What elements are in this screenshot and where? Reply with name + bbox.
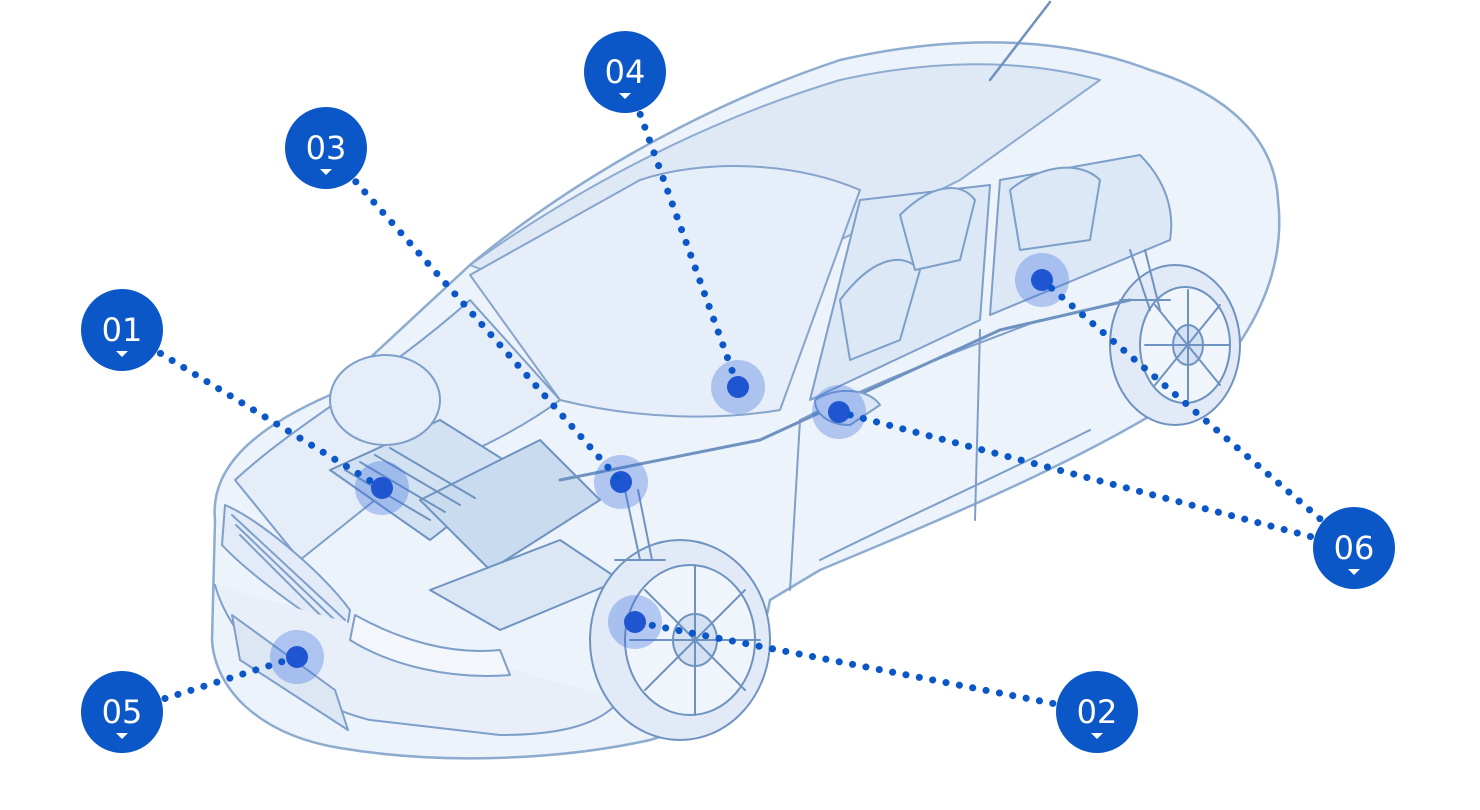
marker-04[interactable]: 04: [584, 31, 666, 113]
caret-down-icon: [1348, 569, 1360, 575]
marker-label: 04: [605, 53, 646, 91]
hotspot-04[interactable]: [711, 360, 765, 414]
car-headlight: [349, 614, 511, 677]
leader-line-layer: [156, 110, 1324, 707]
car-engine: [329, 419, 621, 631]
hotspot-layer: [270, 253, 1069, 684]
marker-label: 02: [1077, 693, 1118, 731]
caret-down-icon: [619, 93, 631, 99]
car-front-wheel: [589, 539, 771, 741]
car-front-left-wheel: [329, 354, 441, 446]
car-rear-suspension: [1119, 249, 1171, 311]
marker-02[interactable]: 02: [1056, 671, 1138, 753]
leader-line-06-2: [1043, 280, 1324, 523]
marker-label: 05: [102, 693, 143, 731]
caret-down-icon: [116, 351, 128, 357]
leader-line-05: [161, 655, 295, 703]
hotspot-03[interactable]: [594, 455, 648, 509]
caret-down-icon: [320, 169, 332, 175]
hotspot-05[interactable]: [270, 630, 324, 684]
car-front-suspension: [614, 489, 666, 561]
hotspot-06-2[interactable]: [1015, 253, 1069, 307]
marker-05[interactable]: 05: [81, 671, 163, 753]
marker-06[interactable]: 06: [1313, 507, 1395, 589]
car-antenna: [988, 0, 1052, 82]
hotspot-01[interactable]: [355, 461, 409, 515]
marker-01[interactable]: 01: [81, 289, 163, 371]
caret-down-icon: [116, 733, 128, 739]
car-windshield: [469, 165, 861, 418]
leader-line-06-1: [841, 410, 1314, 541]
caret-down-icon: [1091, 733, 1103, 739]
marker-layer: 01 02 03 04 05 06: [81, 31, 1395, 753]
marker-label: 06: [1334, 529, 1375, 567]
car-rear-wheel: [1109, 264, 1241, 426]
car-xray-icon: [210, 0, 1281, 760]
hotspot-02[interactable]: [608, 595, 662, 649]
leader-line-01: [156, 349, 381, 489]
leader-line-02: [637, 619, 1057, 707]
marker-label: 01: [102, 311, 143, 349]
car-driveshaft: [558, 298, 1132, 482]
car-door-lines: [789, 319, 1091, 591]
marker-label: 03: [306, 129, 347, 167]
marker-03[interactable]: 03: [285, 107, 367, 189]
car-seats: [839, 166, 1101, 361]
hotspot-06-1[interactable]: [812, 385, 866, 439]
leader-line-03: [352, 178, 621, 482]
